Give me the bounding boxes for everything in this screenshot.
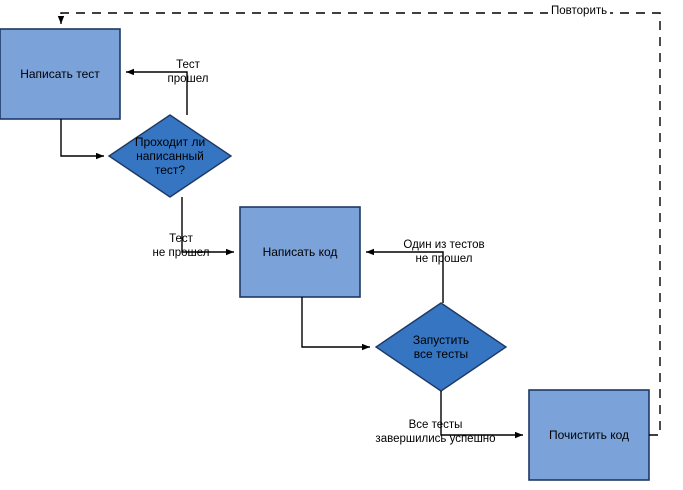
connector-write-code-to-run-tests <box>301 297 370 351</box>
connector-all-tests-passed <box>440 391 523 439</box>
loop-label-repeat: Повторить <box>548 5 611 18</box>
node-run-all-tests[interactable] <box>374 302 508 392</box>
edge-label-test-passed: Тест прошел <box>167 59 209 85</box>
connector-write-test-to-decision <box>60 119 104 160</box>
edge-label-all-tests-passed: Все тесты завершились успешно <box>375 419 496 445</box>
node-clean-code[interactable] <box>528 389 650 481</box>
connector-loop-repeat <box>57 12 661 436</box>
node-does-test-pass[interactable] <box>107 114 233 198</box>
edge-label-one-test-failed: Один из тестов не прошел <box>403 239 485 265</box>
node-write-test[interactable] <box>0 28 121 120</box>
edge-label-test-failed: Тест не прошел <box>152 233 210 259</box>
connector-test-passed <box>126 68 188 115</box>
connector-one-test-failed <box>366 248 444 303</box>
connector-test-failed <box>181 197 234 256</box>
node-write-code[interactable] <box>239 206 361 298</box>
